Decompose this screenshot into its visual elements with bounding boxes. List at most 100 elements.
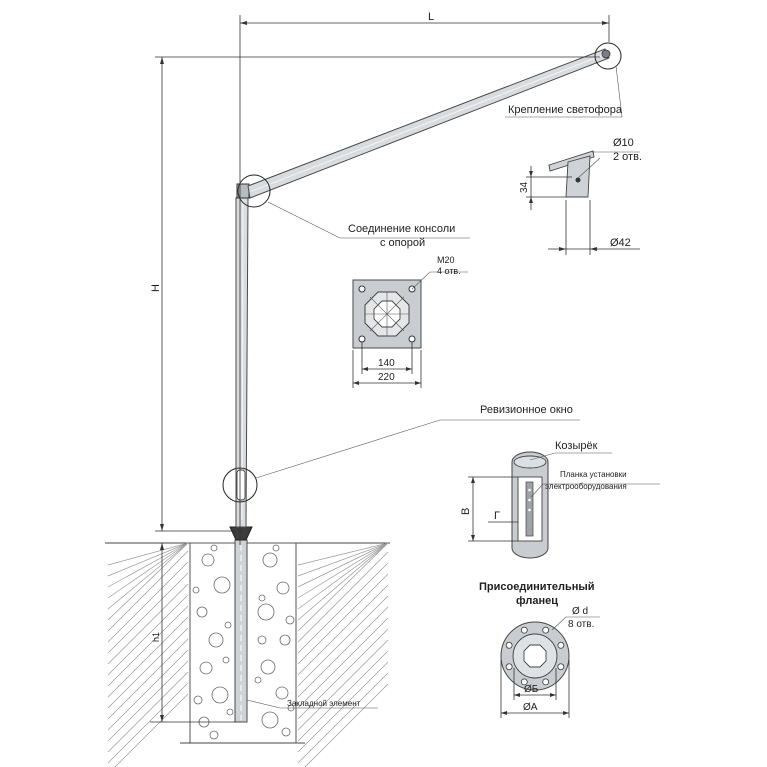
- hatch-line: [297, 542, 389, 577]
- hatch-line: [297, 542, 389, 566]
- dim-B-label: ØБ: [524, 684, 539, 695]
- hatch-line: [107, 605, 189, 687]
- stone: [276, 581, 290, 595]
- signal-mount-label: Крепление светофора: [508, 104, 623, 116]
- stone: [208, 632, 224, 648]
- holes-4-label: 4 отв.: [437, 266, 461, 276]
- flange-bolt-hole: [520, 678, 528, 686]
- dim-A-label: ØA: [523, 702, 538, 713]
- hatch-line: [297, 542, 389, 610]
- stone: [281, 727, 291, 737]
- stone: [226, 708, 234, 716]
- revision-window: [236, 469, 246, 501]
- hatch-line: [107, 660, 189, 742]
- flange-holes: [505, 626, 565, 686]
- stone: [201, 553, 215, 567]
- holes-8-label: 8 отв.: [568, 619, 594, 630]
- mount-bar-label-1: Планка установки: [560, 470, 627, 479]
- hatch-line: [107, 542, 189, 610]
- hatch-line: [107, 542, 189, 588]
- hole-d10-label: Ø10: [613, 137, 634, 149]
- revision-window-label: Ревизионное окно: [480, 404, 573, 416]
- hatch-line: [107, 542, 189, 577]
- stone: [262, 552, 278, 568]
- visor-label: Козырёк: [555, 440, 598, 452]
- console-joint-label-1: Соединение консоли: [348, 223, 455, 235]
- hatch-line: [297, 617, 389, 709]
- dim-140-label: 140: [378, 358, 395, 369]
- hatch-line: [297, 542, 389, 621]
- detail-signal-mount: Ø10 2 отв. 34 Ø42: [519, 137, 642, 255]
- dim-d42-label: Ø42: [610, 237, 631, 249]
- dim-h1-label: h1: [151, 632, 161, 642]
- hatch-line: [297, 542, 389, 632]
- dim-G-label: Г: [494, 510, 500, 522]
- stone: [257, 603, 275, 621]
- hatch-line: [297, 573, 389, 665]
- hatch-line: [297, 628, 389, 720]
- bolt-m20-label: M20: [437, 255, 455, 265]
- hatch-line: [297, 595, 389, 687]
- hatch-line: [297, 606, 389, 698]
- flange-bolt-hole: [542, 626, 550, 634]
- hatch-line: [107, 542, 189, 621]
- stone: [192, 586, 200, 594]
- ground-hatch-right: [297, 542, 389, 767]
- stone: [258, 594, 266, 602]
- hatch-line: [107, 638, 189, 720]
- dim-H-label: H: [150, 284, 162, 292]
- stone: [285, 615, 295, 625]
- hatch-line: [297, 562, 389, 654]
- stone: [199, 661, 213, 675]
- flange-bolt-hole: [557, 663, 565, 671]
- detail-circle-signal-mount: [594, 42, 622, 70]
- stone: [260, 659, 276, 675]
- hatch-line: [297, 672, 389, 764]
- dimension-H: H: [150, 56, 600, 532]
- stone: [193, 695, 203, 705]
- base-flange: [229, 526, 253, 541]
- stone: [275, 686, 289, 700]
- detail-flange: Присоединительный фланец Ø d 8 отв. ØБ Ø…: [479, 581, 600, 718]
- hatch-line: [107, 550, 189, 632]
- ground-hatch-left: [107, 542, 189, 767]
- hatch-line: [107, 682, 189, 764]
- stone: [211, 686, 229, 704]
- flange-bolt-hole: [520, 626, 528, 634]
- holes-2-label: 2 отв.: [613, 151, 642, 163]
- hatch-line: [297, 542, 389, 588]
- hole-d-label: Ø d: [572, 606, 588, 617]
- flange-bolt-hole: [542, 678, 550, 686]
- hatch-line: [107, 572, 189, 654]
- stone: [279, 634, 291, 646]
- stone: [254, 676, 262, 684]
- detail-circle-console-joint: [237, 174, 271, 208]
- console-arm: [247, 48, 610, 199]
- hatch-line: [107, 561, 189, 643]
- stone: [224, 621, 232, 629]
- dim-L-label: L: [428, 11, 434, 23]
- stone: [213, 576, 231, 594]
- hatch-line: [107, 583, 189, 665]
- hatch-line: [107, 542, 189, 599]
- flange-label-1: Присоединительный: [479, 581, 595, 593]
- stone: [222, 656, 230, 664]
- hatch-line: [107, 542, 189, 566]
- hatch-line: [297, 551, 389, 643]
- embedded-element-label: Закладной элемент: [287, 699, 361, 708]
- stone: [209, 730, 219, 740]
- leader-lines: [255, 65, 623, 479]
- dim-220-label: 220: [378, 372, 395, 383]
- stone: [210, 544, 218, 552]
- hatch-line: [297, 639, 389, 731]
- arm-end-cap: [601, 49, 611, 59]
- detail-revision-window: Козырёк Планка установки электрооборудов…: [460, 440, 660, 559]
- dim-34-label: 34: [519, 181, 530, 193]
- stone: [261, 711, 279, 729]
- hatch-line: [107, 616, 189, 698]
- flange-label-2: фланец: [516, 595, 558, 607]
- detail-console-plate: M20 4 отв. 140 220: [352, 255, 468, 388]
- hatch-line: [107, 649, 189, 731]
- dimension-L: L: [239, 11, 610, 545]
